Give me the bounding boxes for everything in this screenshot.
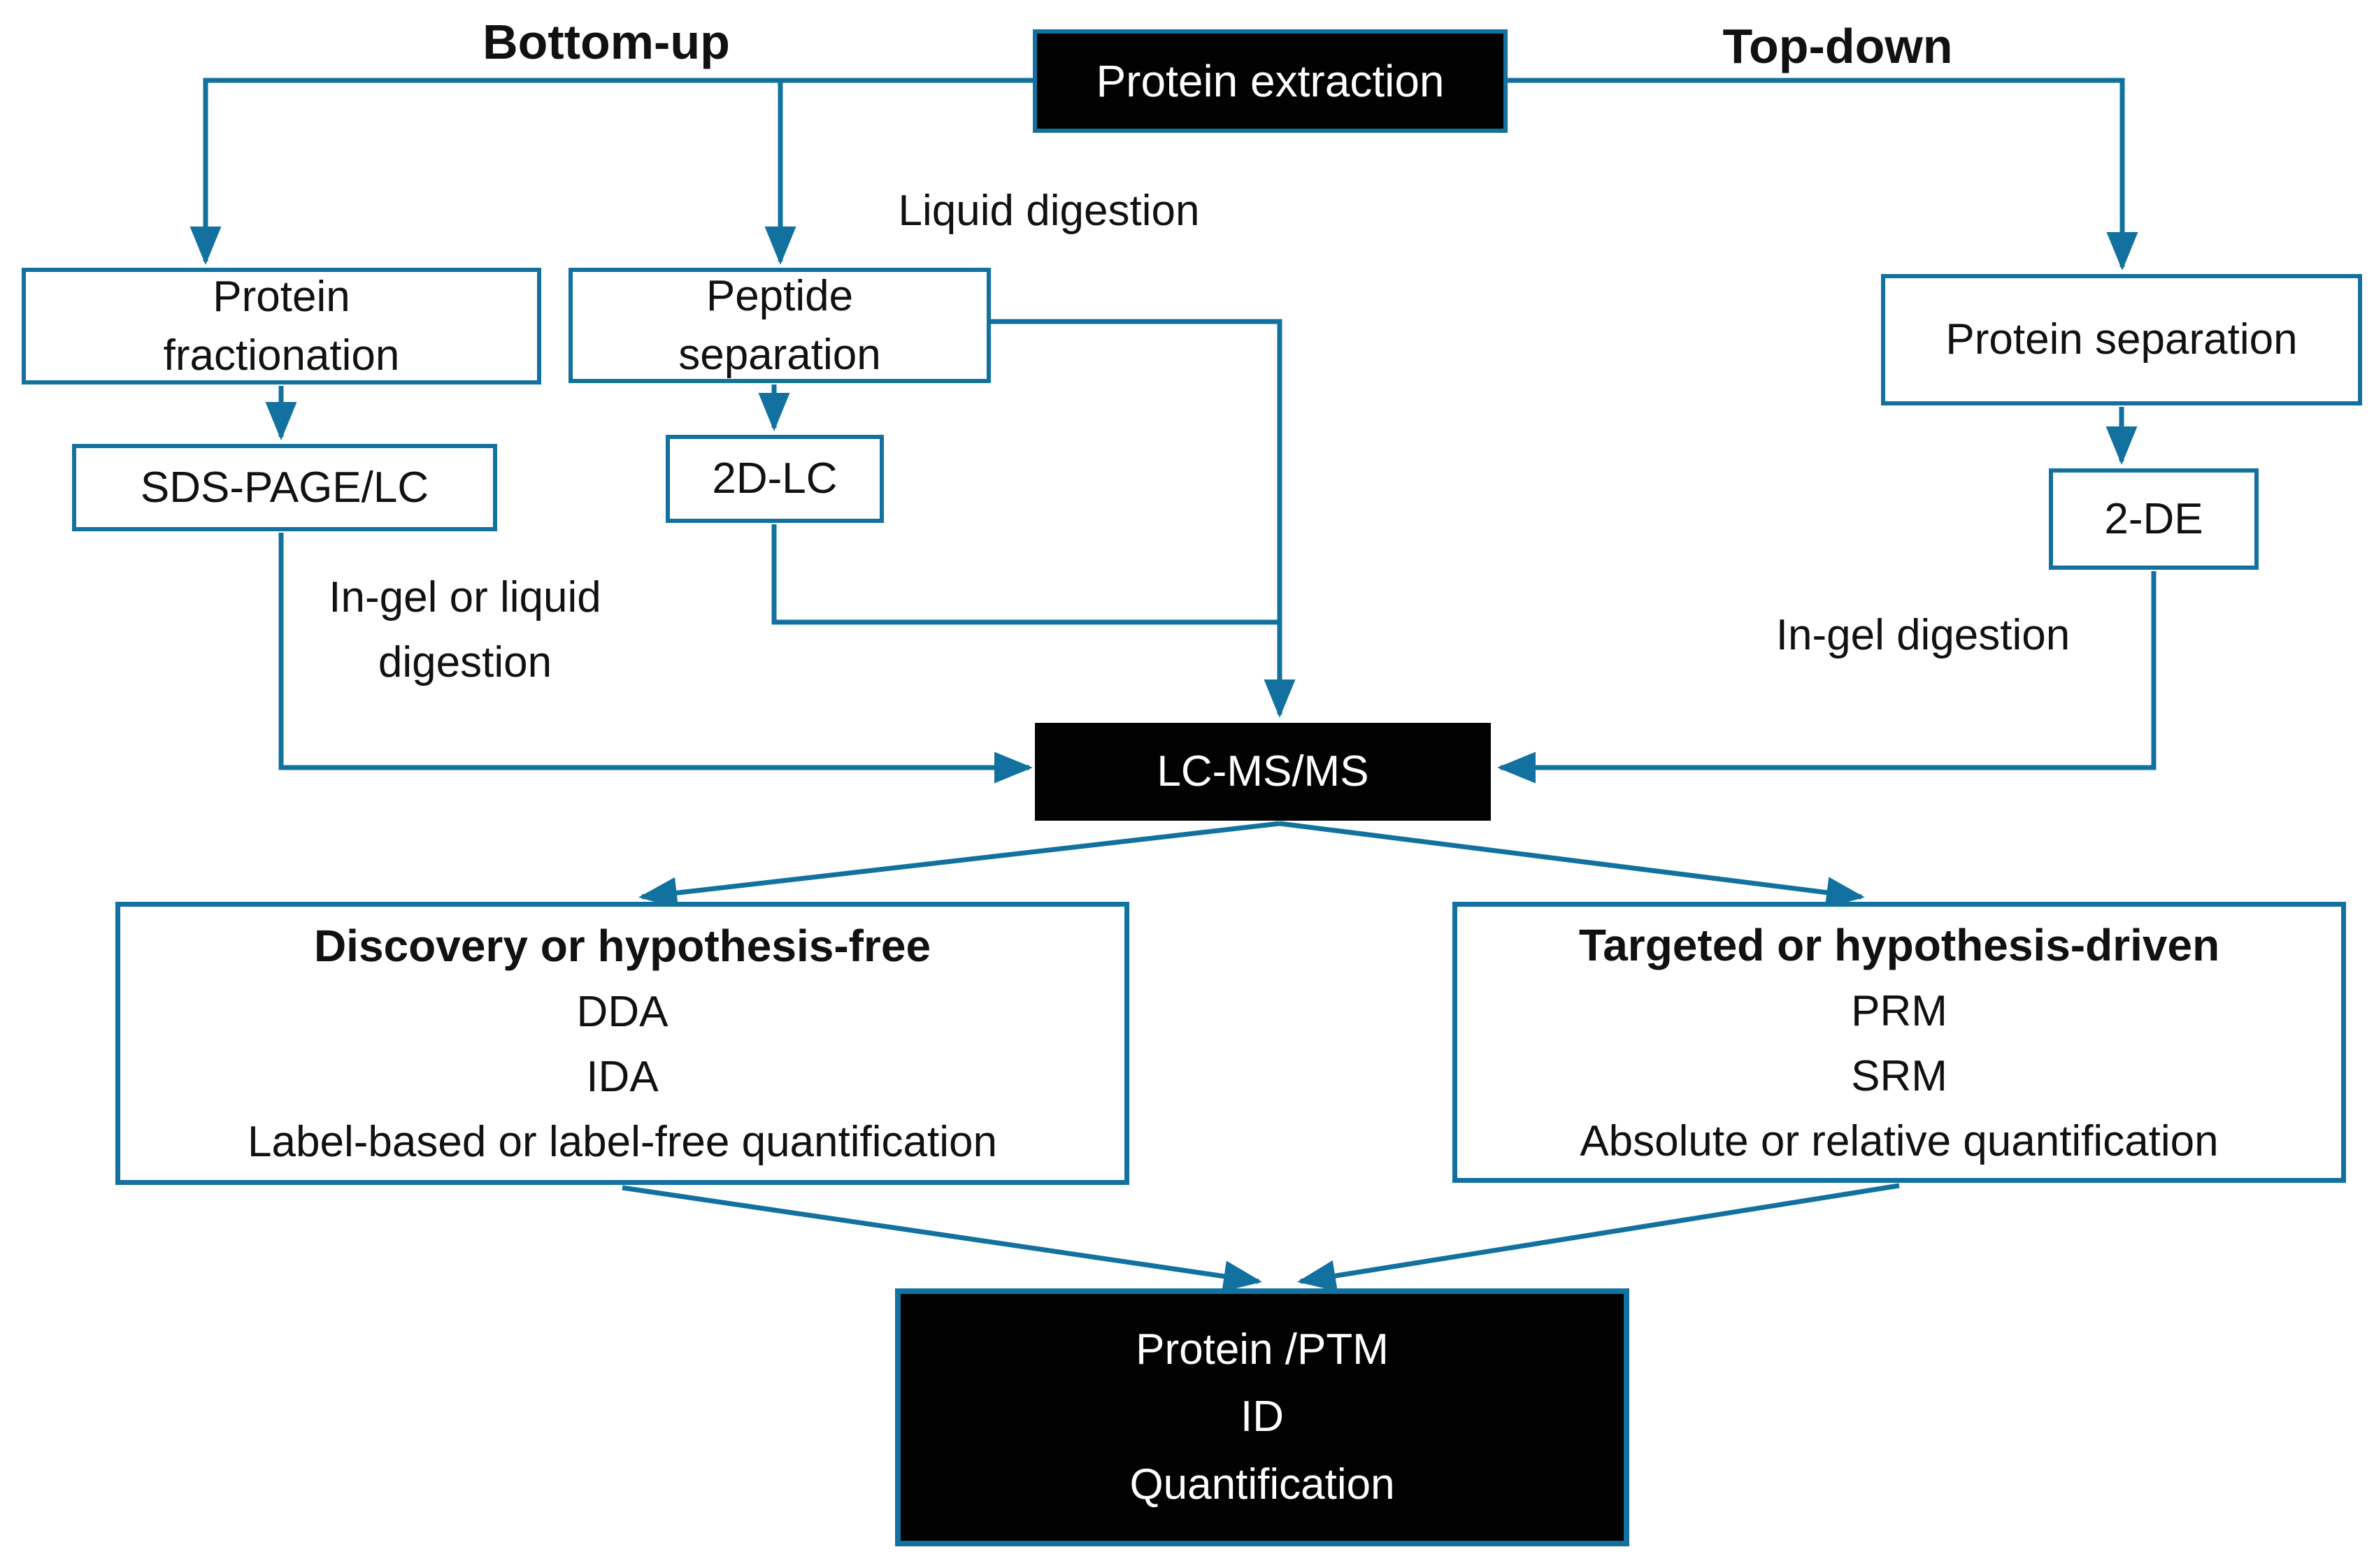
discovery-title: Discovery or hypothesis-free [313,921,931,971]
targeted-line-prm: PRM [1851,986,1947,1035]
edge-targeted-to-final [1297,1183,1900,1292]
edge-label-in-gel-digestion: In-gel digestion [1775,611,2071,659]
targeted-line-quantification: Absolute or relative quantification [1580,1116,2219,1165]
final-line-id: ID [1240,1393,1284,1441]
node-final-results: Protein /PTM ID Quantification [895,1288,1629,1546]
discovery-line-dda: DDA [576,988,668,1036]
node-lc-msms: LC-MS/MS [1035,723,1491,821]
node-2-de: 2-DE [2049,468,2259,570]
node-discovery: Discovery or hypothesis-free DDA IDA Lab… [115,902,1129,1185]
node-targeted: Targeted or hypothesis-driven PRM SRM Ab… [1452,902,2346,1183]
node-2d-lc: 2D-LC [666,435,884,523]
node-peptide-separation: Peptide separation [569,268,991,383]
branch-label-top-down: Top-down [1722,19,1953,73]
node-protein-separation: Protein separation [1881,274,2362,405]
edge-2de-to-lcmsms [1497,571,2157,784]
edge-discovery-to-final [622,1185,1262,1292]
discovery-line-ida: IDA [586,1053,659,1101]
targeted-line-srm: SRM [1851,1051,1947,1100]
final-line-protein-ptm: Protein /PTM [1136,1325,1389,1374]
node-sds-page-lc: SDS-PAGE/LC [72,444,497,531]
final-line-quantification: Quantification [1129,1460,1395,1509]
edge-2dlc-to-junction [771,524,1278,625]
node-protein-extraction: Protein extraction [1033,29,1508,133]
edge-lcmsms-to-targeted [1279,821,1865,909]
branch-label-bottom-up: Bottom-up [482,15,730,69]
targeted-title: Targeted or hypothesis-driven [1578,919,2220,970]
node-protein-fractionation: Protein fractionation [22,268,541,384]
edge-label-in-gel-or-liquid-digestion: In-gel or liquid digestion [329,573,601,686]
discovery-line-quantification: Label-based or label-free quantification [248,1118,997,1166]
edge-label-liquid-digestion: Liquid digestion [898,187,1200,235]
edge-lcmsms-to-discovery [638,821,1280,909]
edge-extraction-to-protein-separation [1508,78,2138,271]
edge-peptide-right-to-lcmsms [991,319,1296,718]
